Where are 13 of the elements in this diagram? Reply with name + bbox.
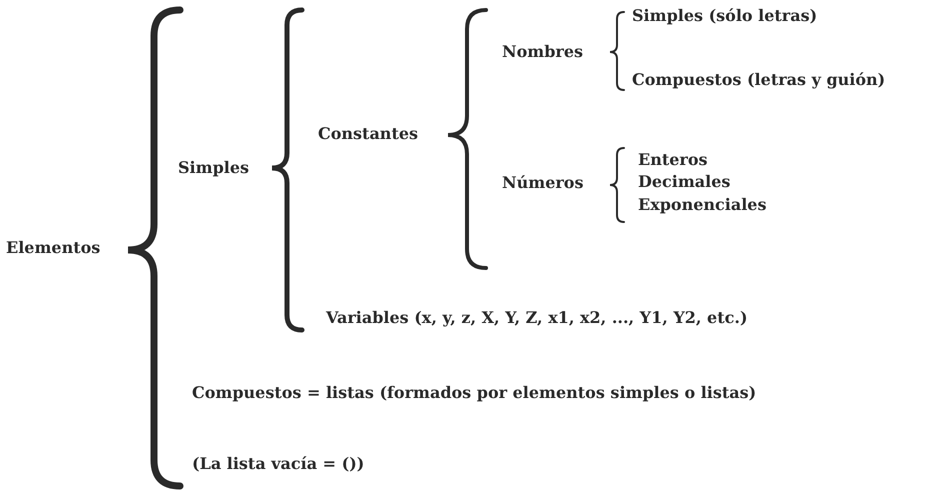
outline-label: Decimales [638, 172, 730, 192]
outline-label: Enteros [638, 150, 708, 170]
outline-label: Constantes [318, 124, 418, 144]
outline-label: Nombres [502, 42, 584, 62]
outline-label: Variables (x, y, z, X, Y, Z, x1, x2, ..., Y1, Y2, etc.) [326, 308, 748, 328]
outline-label: Números [502, 173, 584, 193]
outline-label: Exponenciales [638, 195, 766, 215]
outline-label: Simples (sólo letras) [632, 6, 818, 26]
outline-label: Compuestos = listas (formados por elementos simples o listas) [192, 383, 756, 403]
outline-label: Elementos [6, 238, 100, 258]
outline-label: Compuestos (letras y guión) [632, 70, 886, 90]
outline-label: (La lista vacía = ()) [192, 454, 364, 474]
outline-label: Simples [178, 158, 250, 178]
